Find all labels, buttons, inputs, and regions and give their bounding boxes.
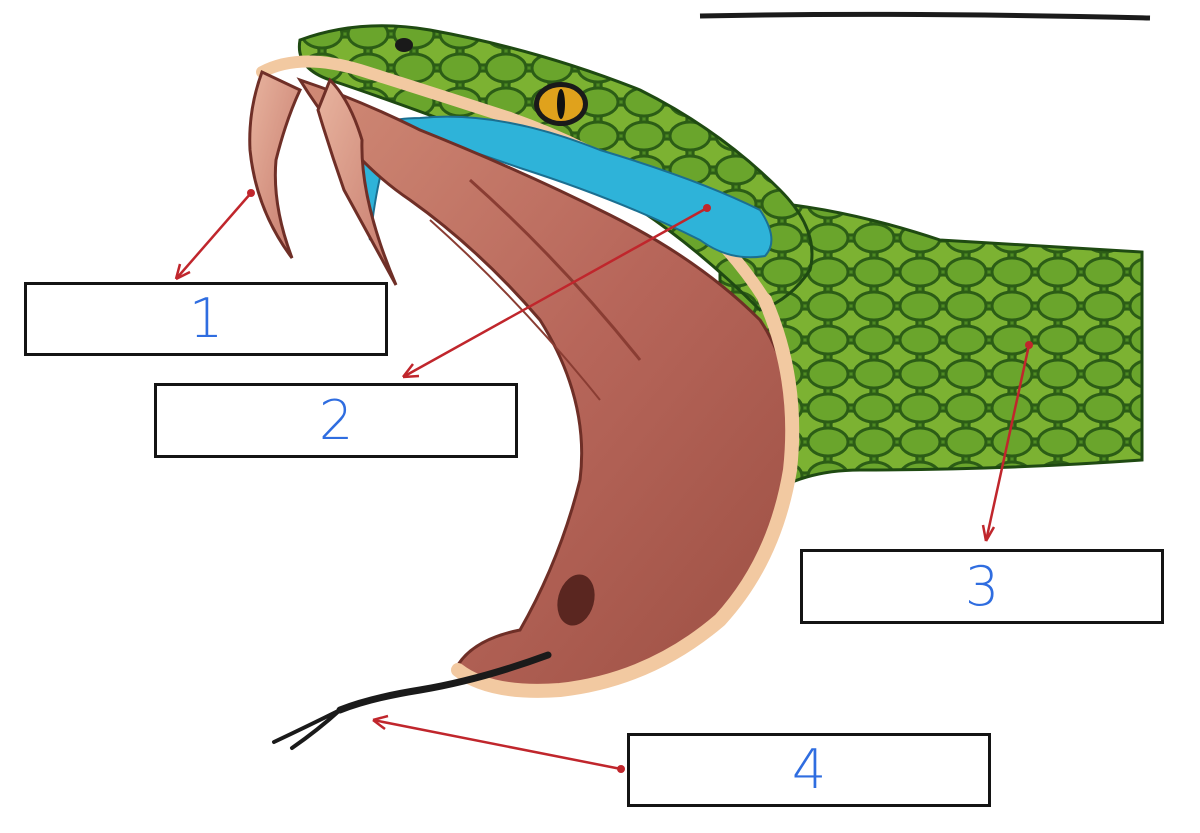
label-number-3: 3 xyxy=(964,554,1000,618)
label-box-2[interactable]: 2 xyxy=(154,383,518,458)
top-edge-stroke xyxy=(699,11,1151,21)
snake-neck xyxy=(718,198,1144,523)
snake-tongue xyxy=(272,651,552,750)
arrow-2 xyxy=(402,204,711,379)
arrow-3 xyxy=(981,341,1033,542)
arrow-1 xyxy=(174,189,255,281)
snake-fangs xyxy=(248,69,398,286)
label-number-1: 1 xyxy=(188,287,224,350)
snake-eye xyxy=(534,82,588,126)
snake-mouth xyxy=(296,77,800,698)
label-box-4[interactable]: 4 xyxy=(627,733,991,807)
label-box-1[interactable]: 1 xyxy=(24,282,388,356)
label-number-2: 2 xyxy=(318,388,354,452)
label-box-3[interactable]: 3 xyxy=(800,549,1164,624)
arrow-4 xyxy=(372,714,625,773)
pointer-arrows xyxy=(174,189,1033,773)
label-number-4: 4 xyxy=(791,738,827,801)
